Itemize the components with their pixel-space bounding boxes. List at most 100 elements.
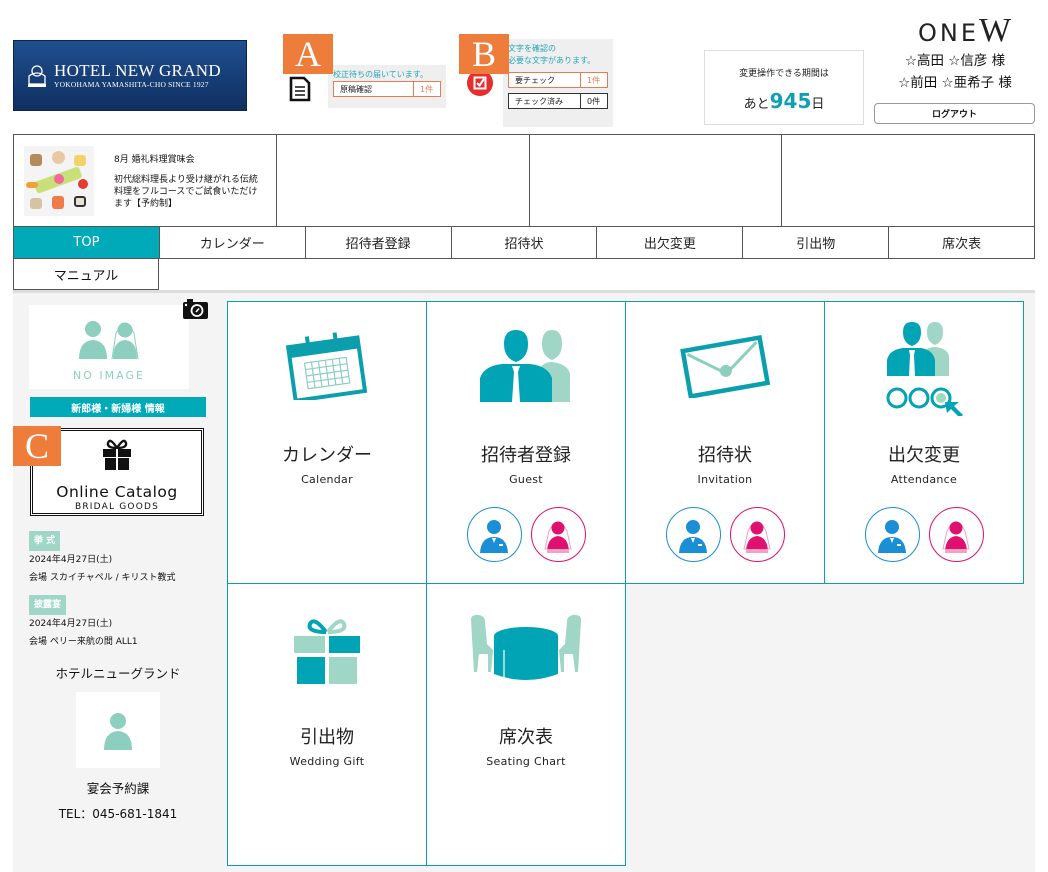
- tab-manual[interactable]: マニュアル: [13, 258, 159, 290]
- menu-title-en: Attendance: [890, 473, 958, 486]
- tab-invitation[interactable]: 招待状: [451, 227, 598, 258]
- gift-box-icon: [103, 439, 131, 470]
- tab-top[interactable]: TOP: [14, 227, 160, 258]
- couple-info-button[interactable]: 新郎様・新婦様 情報: [30, 397, 206, 417]
- menu-card-guest[interactable]: 招待者登録 Guest: [426, 301, 626, 584]
- period-label: 変更操作できる期間は: [739, 69, 829, 79]
- ceremony-info: 挙 式 2024年4月27日(土) 会場 スカイチャペル / キリスト教式: [29, 531, 176, 587]
- menu-card-calendar[interactable]: カレンダー Calendar: [227, 301, 427, 584]
- couple-silhouette-icon: [79, 321, 139, 360]
- menu-title-jp: 席次表: [499, 727, 553, 748]
- marker-c: C: [13, 426, 61, 466]
- couple-names: ☆高田 ☆信彦 様 ☆前田 ☆亜希子 様: [870, 50, 1040, 94]
- edit-period-box: 変更操作できる期間は あと945日: [704, 50, 864, 125]
- ceremony-badge: 挙 式: [29, 531, 61, 551]
- menu-card-invitation[interactable]: 招待状 Invitation: [625, 301, 825, 584]
- tooltip-b-line1: 文字を確認の: [508, 44, 556, 53]
- groom-button[interactable]: [466, 507, 522, 562]
- groom-icon: [480, 519, 508, 553]
- bride-button[interactable]: [530, 507, 586, 562]
- divider: [13, 290, 1035, 293]
- tab-guest-registration[interactable]: 招待者登録: [305, 227, 452, 258]
- tooltip-a: 校正待ちの届いています。 原稿確認 1件: [328, 65, 446, 108]
- role-buttons: [626, 507, 824, 562]
- brand-text: ONE: [918, 19, 980, 47]
- tab-seating[interactable]: 席次表: [889, 227, 1035, 258]
- groom-icon: [878, 519, 906, 553]
- bride-name: ☆前田 ☆亜希子 様: [898, 75, 1012, 91]
- calendar-icon: [285, 332, 368, 400]
- staff-avatar: [76, 692, 160, 768]
- menu-title-jp: 招待者登録: [481, 445, 571, 466]
- logout-button[interactable]: ログアウト: [874, 103, 1035, 124]
- pill-count: 1件: [420, 84, 434, 94]
- document-icon[interactable]: [287, 76, 313, 102]
- menu-title-en: Guest: [509, 473, 543, 486]
- header: HOTEL NEW GRAND YOKOHAMA YAMASHITA-CHO S…: [0, 0, 1048, 132]
- hotel-logo[interactable]: HOTEL NEW GRAND YOKOHAMA YAMASHITA-CHO S…: [13, 40, 247, 111]
- pill-label: 原稿確認: [334, 82, 414, 96]
- draft-check-pill[interactable]: 原稿確認 1件: [333, 81, 441, 97]
- couple-photo[interactable]: NO IMAGE: [29, 305, 189, 389]
- bride-icon: [942, 521, 970, 553]
- camera-icon[interactable]: [183, 299, 208, 319]
- period-suffix: 日: [811, 97, 825, 112]
- reception-badge: 披露宴: [29, 595, 67, 615]
- promo-description: 初代総料理長より受け継がれる伝統料理をフルコースでご試食いただけます【予約制】: [114, 175, 258, 209]
- person-icon: [104, 713, 132, 750]
- menu-title-en: Calendar: [301, 473, 353, 486]
- contact-tel[interactable]: TEL：045-681-1841: [58, 807, 178, 821]
- onew-logo: ONEW: [918, 12, 1011, 50]
- promo-cell-empty: [276, 135, 530, 226]
- promo-cell[interactable]: 8月 婚礼料理賞味会 初代総料理長より受け継がれる伝統料理をフルコースでご試食い…: [14, 135, 277, 226]
- bride-icon: [743, 521, 771, 553]
- menu-title-en: Wedding Gift: [289, 755, 365, 768]
- promo-cell-empty: [529, 135, 783, 226]
- needs-check-pill[interactable]: 要チェック 1件: [508, 72, 608, 88]
- menu-card-attendance[interactable]: 出欠変更 Attendance: [824, 301, 1024, 584]
- role-buttons: [825, 507, 1023, 562]
- groom-name: ☆高田 ☆信彦 様: [904, 53, 1006, 69]
- tooltip-b: 文字を確認の 必要な文字があります。 要チェック 1件 チェック済み 0件: [503, 39, 613, 127]
- promo-cell-empty: [782, 135, 1034, 226]
- bride-icon: [544, 521, 572, 553]
- tab-calendar[interactable]: カレンダー: [159, 227, 306, 258]
- contact-department: 宴会予約課: [86, 781, 150, 796]
- menu-title-en: Seating Chart: [486, 755, 566, 768]
- check-icon[interactable]: [467, 70, 493, 96]
- reception-venue: 会場 ペリー来航の間 ALL1: [29, 637, 138, 647]
- menu-title-en: Invitation: [697, 473, 753, 486]
- attendance-icon: [886, 322, 963, 416]
- bride-button[interactable]: [928, 507, 984, 562]
- brand-w: W: [979, 12, 1012, 49]
- period-days: 945: [769, 89, 812, 113]
- period-prefix: あと: [743, 97, 770, 112]
- catalog-subtitle: BRIDAL GOODS: [74, 502, 160, 512]
- groom-button[interactable]: [864, 507, 920, 562]
- menu-card-gift[interactable]: 引出物 Wedding Gift: [227, 583, 427, 866]
- contact-hotel: ホテルニューグランド: [55, 666, 181, 681]
- gift-icon: [294, 619, 360, 684]
- crest-icon: [28, 64, 46, 87]
- hotel-tagline: YOKOHAMA YAMASHITA-CHO SINCE 1927: [54, 79, 209, 89]
- tooltip-b-line2: 必要な文字があります。: [508, 56, 596, 65]
- hotel-name: HOTEL NEW GRAND: [54, 60, 221, 80]
- checked-pill[interactable]: チェック済み 0件: [508, 93, 608, 109]
- reception-info: 披露宴 2024年4月27日(土) 会場 ペリー来航の間 ALL1: [29, 595, 138, 651]
- groom-icon: [679, 519, 707, 553]
- pill-label: 要チェック: [509, 73, 581, 87]
- period-remaining: あと945日: [705, 89, 863, 113]
- role-buttons: [427, 507, 625, 562]
- guests-icon: [480, 330, 570, 402]
- no-image-label: NO IMAGE: [73, 369, 145, 382]
- main-nav: TOP カレンダー 招待者登録 招待状 出欠変更 引出物 席次表: [13, 227, 1035, 259]
- bride-button[interactable]: [729, 507, 785, 562]
- tab-attendance[interactable]: 出欠変更: [597, 227, 744, 258]
- groom-button[interactable]: [665, 507, 721, 562]
- menu-card-seating[interactable]: 席次表 Seating Chart: [426, 583, 626, 866]
- seating-icon: [471, 614, 581, 680]
- pill-count: 0件: [587, 96, 601, 106]
- tab-gifts[interactable]: 引出物: [743, 227, 890, 258]
- marker-a: A: [283, 34, 333, 74]
- promo-food-image: [24, 146, 94, 216]
